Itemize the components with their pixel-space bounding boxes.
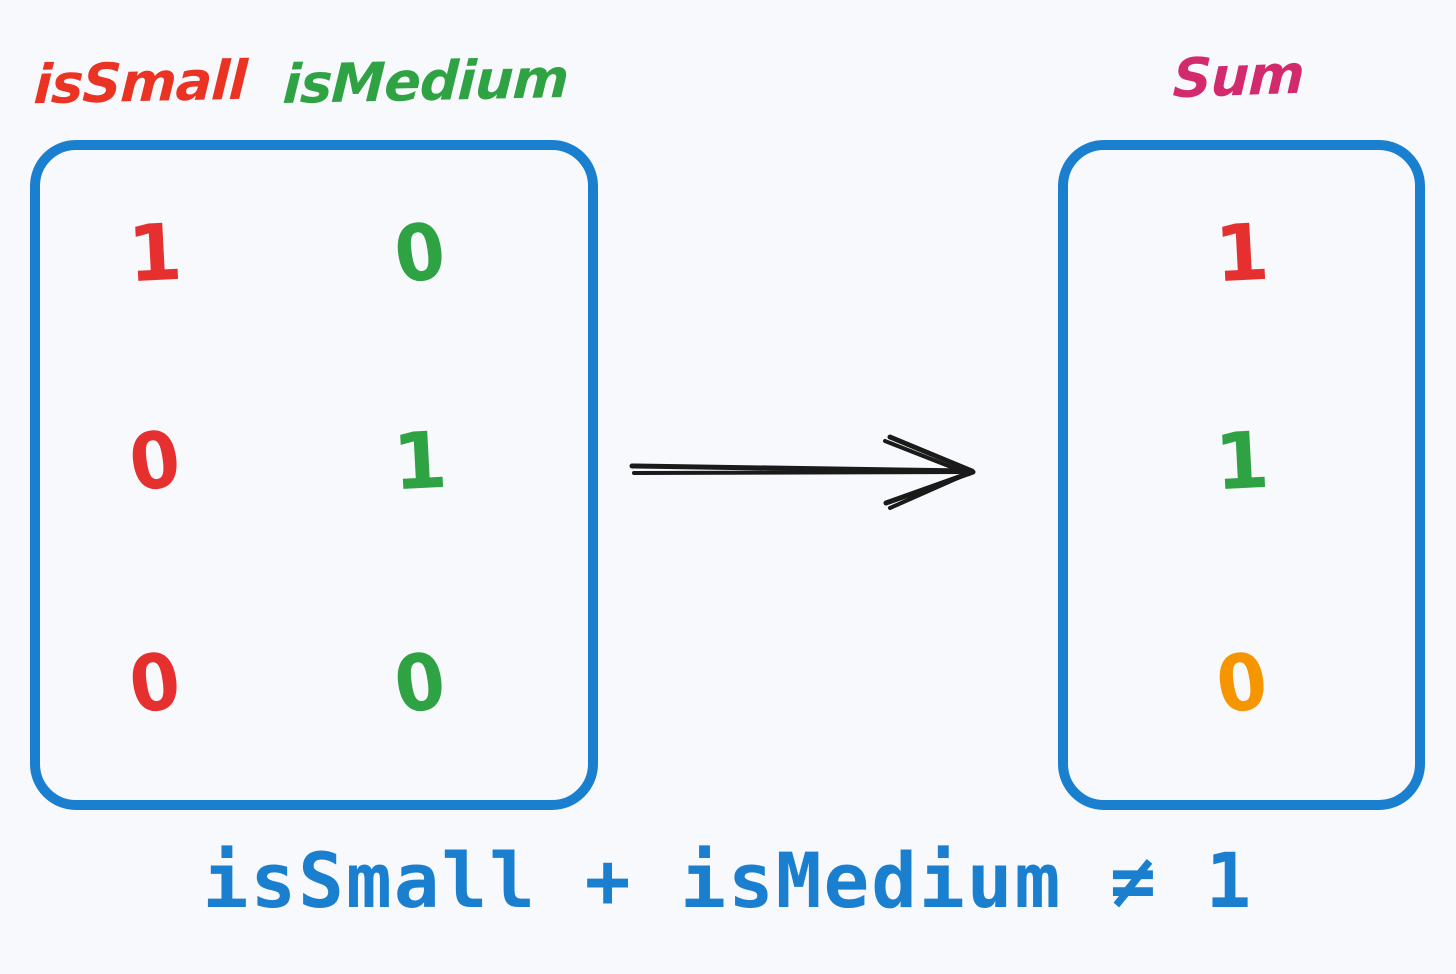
cell-sum-row2: 1: [1212, 415, 1272, 509]
cell-issmall-row1: 1: [125, 207, 185, 301]
sum-box: [1058, 140, 1425, 810]
inputs-box: [30, 140, 598, 810]
cell-sum-row3: 0: [1211, 635, 1273, 733]
cell-issmall-row3: 0: [124, 635, 186, 733]
cell-sum-row1: 1: [1212, 207, 1272, 301]
equation-caption: isSmall + isMedium ≠ 1: [202, 836, 1254, 925]
cell-ismedium-row2: 1: [390, 415, 450, 509]
column-header-issmall: isSmall: [32, 48, 248, 117]
column-header-ismedium: isMedium: [281, 47, 570, 116]
cell-ismedium-row1: 0: [389, 205, 451, 303]
column-header-sum: Sum: [1171, 42, 1305, 111]
cell-issmall-row2: 0: [124, 413, 186, 511]
arrow-right-icon: [628, 415, 988, 525]
cell-ismedium-row3: 0: [389, 635, 451, 733]
